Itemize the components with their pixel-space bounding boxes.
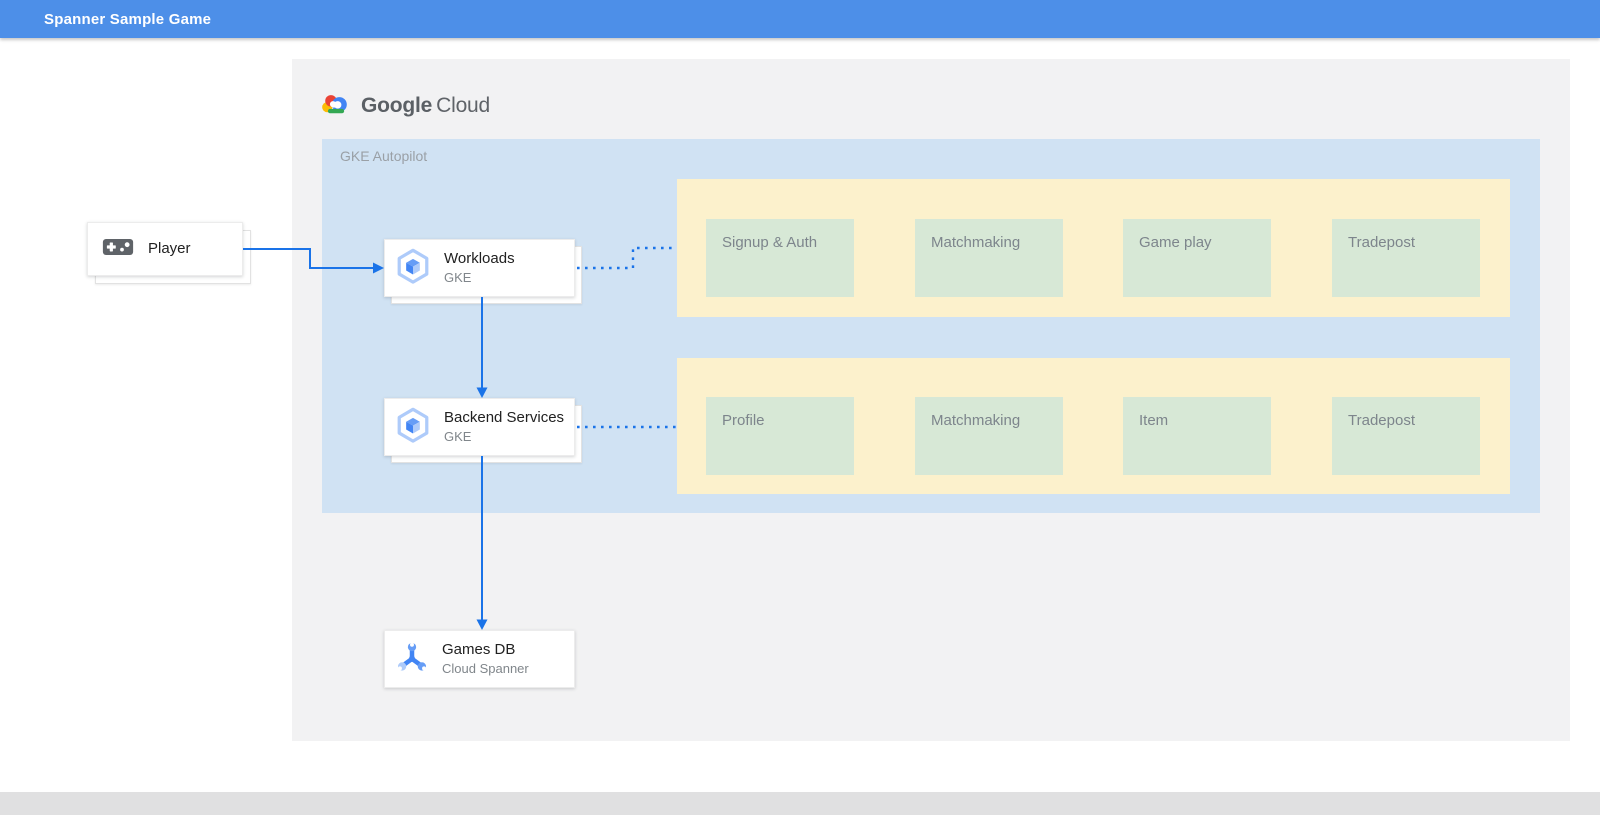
service-group-row1: Signup & Auth Matchmaking Game play Trad…: [677, 179, 1510, 317]
service-box: Tradepost: [1332, 219, 1480, 297]
google-cloud-icon: [318, 90, 352, 122]
workloads-title: Workloads: [444, 250, 515, 267]
games-db-title: Games DB: [442, 641, 516, 658]
backend-services-node: Backend Services GKE: [384, 398, 575, 456]
service-label: Tradepost: [1348, 412, 1415, 429]
service-label: Matchmaking: [931, 412, 1021, 429]
service-label: Matchmaking: [931, 234, 1021, 251]
service-label: Profile: [722, 412, 765, 429]
cloud-spanner-icon: [394, 639, 430, 680]
service-box: Item: [1123, 397, 1271, 475]
app-title: Spanner Sample Game: [44, 10, 212, 28]
service-label: Item: [1139, 412, 1169, 429]
app-header: Spanner Sample Game: [0, 0, 1600, 38]
gke-icon: [394, 247, 432, 290]
gamepad-icon: [102, 236, 134, 263]
workloads-subtitle: GKE: [444, 269, 472, 285]
games-db-node: Games DB Cloud Spanner: [384, 630, 575, 688]
service-label: Game play: [1139, 234, 1212, 251]
gke-autopilot-label: GKE Autopilot: [340, 148, 428, 164]
backend-subtitle: GKE: [444, 428, 472, 444]
games-db-subtitle: Cloud Spanner: [442, 660, 529, 676]
service-label: Signup & Auth: [722, 234, 818, 251]
workloads-node: Workloads GKE: [384, 239, 575, 297]
player-node: Player: [87, 222, 243, 276]
service-group-row2: Profile Matchmaking Item Tradepost: [677, 358, 1510, 494]
service-box: Matchmaking: [915, 397, 1063, 475]
service-box: Matchmaking: [915, 219, 1063, 297]
bottom-bar: [0, 792, 1600, 815]
service-box: Tradepost: [1332, 397, 1480, 475]
service-box: Game play: [1123, 219, 1271, 297]
service-box: Profile: [706, 397, 854, 475]
player-label: Player: [148, 239, 191, 257]
gke-icon: [394, 406, 432, 449]
service-box: Signup & Auth: [706, 219, 854, 297]
service-label: Tradepost: [1348, 234, 1415, 251]
backend-title: Backend Services: [444, 409, 565, 426]
